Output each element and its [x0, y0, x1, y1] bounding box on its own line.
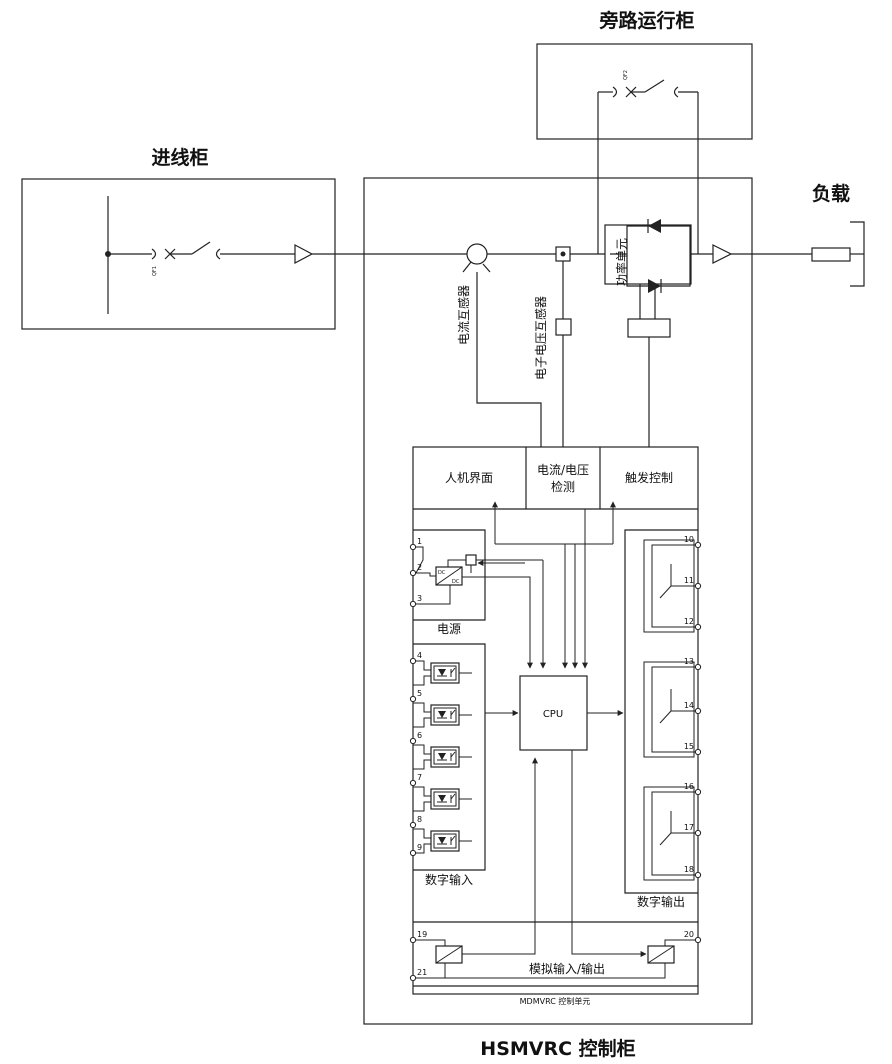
analog-io-label: 模拟输入/输出 [529, 961, 605, 976]
terminal: 18 [684, 865, 702, 879]
terminal: 16 [684, 782, 702, 796]
output-relay [643, 786, 698, 881]
power-supply-label: 电源 [437, 622, 461, 636]
terminal-number: 13 [684, 657, 694, 666]
input-optocoupler [413, 744, 472, 770]
terminal-number: 19 [417, 930, 427, 939]
terminal-number: 5 [417, 689, 422, 698]
qf2-label: QF2 [623, 70, 629, 80]
output-relay [643, 661, 698, 758]
qf1-label: QF1 [152, 266, 158, 276]
trigger-label: 触发控制 [625, 470, 673, 485]
load-title: 负载 [812, 182, 850, 205]
control-cabinet-title: HSMVRC 控制柜 [480, 1037, 635, 1060]
load [811, 221, 865, 287]
terminal: 13 [684, 657, 702, 671]
input-optocoupler [413, 702, 472, 728]
detect-label-line1: 电流/电压 [537, 463, 589, 477]
analog-io-block: 模拟输入/输出 [413, 750, 698, 987]
terminal-number: 4 [417, 651, 422, 660]
trigger-pulse-module [627, 318, 671, 338]
arrow-right-icon [712, 244, 733, 264]
terminal-number: 21 [417, 968, 427, 977]
terminal-number: 20 [684, 930, 694, 939]
current-transformer: 电流互感器 [456, 243, 491, 345]
voltage-sensor-label: 电子电压互感器 [533, 296, 548, 380]
incoming-cabinet-title: 进线柜 [151, 146, 208, 169]
input-optocoupler [413, 786, 472, 812]
terminal-number: 10 [684, 535, 694, 544]
terminal-number: 15 [684, 742, 694, 751]
terminal: 11 [684, 576, 702, 590]
breaker-qf1: QF1 [151, 241, 295, 276]
terminal: 12 [684, 617, 702, 631]
terminal-number: 2 [417, 563, 422, 572]
control-unit [412, 446, 699, 995]
voltage-transformer: 电子电压互感器 [533, 246, 572, 380]
terminal: 8 [409, 815, 422, 829]
bypass-cabinet-title: 旁路运行柜 [598, 9, 694, 32]
power-unit-label: 功率单元 [614, 238, 629, 286]
current-sensor-label: 电流互感器 [456, 285, 471, 345]
terminal: 6 [409, 731, 422, 745]
digital-input-block: 数字输入 [413, 643, 519, 887]
svg-text:DC: DC [452, 579, 460, 585]
detect-label-line2: 检测 [551, 479, 575, 494]
terminal: 3 [409, 594, 422, 608]
terminal-number: 18 [684, 865, 694, 874]
control-unit-label: MDMVRC 控制单元 [520, 996, 591, 1006]
cpu-block [519, 675, 588, 751]
terminal: 7 [409, 773, 422, 787]
arrow-right-icon [294, 244, 314, 264]
terminal-number: 7 [417, 773, 422, 782]
terminal-number: 14 [684, 701, 694, 710]
breaker-qf2: QF2 [598, 70, 698, 98]
svg-text:DC: DC [438, 570, 446, 576]
cpu-label: CPU [543, 709, 563, 720]
terminal-number: 12 [684, 617, 694, 626]
digital-output-block: 数字输出 [587, 529, 698, 909]
terminal: 17 [684, 823, 702, 837]
power-unit: 功率单元 [604, 219, 692, 293]
terminal: 14 [684, 701, 702, 715]
terminal-number: 3 [417, 594, 422, 603]
terminal-number: 9 [417, 843, 422, 852]
digital-output-label: 数字输出 [637, 894, 685, 909]
terminal: 1 [409, 537, 422, 551]
terminal: 4 [409, 651, 422, 665]
terminal-number: 16 [684, 782, 694, 791]
terminal-number: 6 [417, 731, 422, 740]
control-cabinet [363, 177, 753, 1025]
terminal: 21 [409, 968, 427, 982]
terminal: 5 [409, 689, 422, 703]
digital-input-label: 数字输入 [425, 872, 473, 887]
terminal: 9 [409, 843, 422, 857]
terminal: 15 [684, 742, 702, 756]
input-optocoupler [413, 660, 472, 686]
terminal: 2 [409, 563, 422, 577]
power-supply-block: 电源 DC DC [413, 529, 546, 669]
input-optocoupler [413, 828, 472, 854]
terminal-number: 8 [417, 815, 422, 824]
hmi-label: 人机界面 [445, 471, 493, 485]
output-relay [643, 539, 698, 633]
terminal-number: 17 [684, 823, 694, 832]
terminal: 19 [409, 930, 427, 944]
terminal-number: 11 [684, 576, 694, 585]
terminal: 10 [684, 535, 702, 549]
terminal: 20 [684, 930, 702, 944]
terminal-number: 1 [417, 537, 422, 546]
